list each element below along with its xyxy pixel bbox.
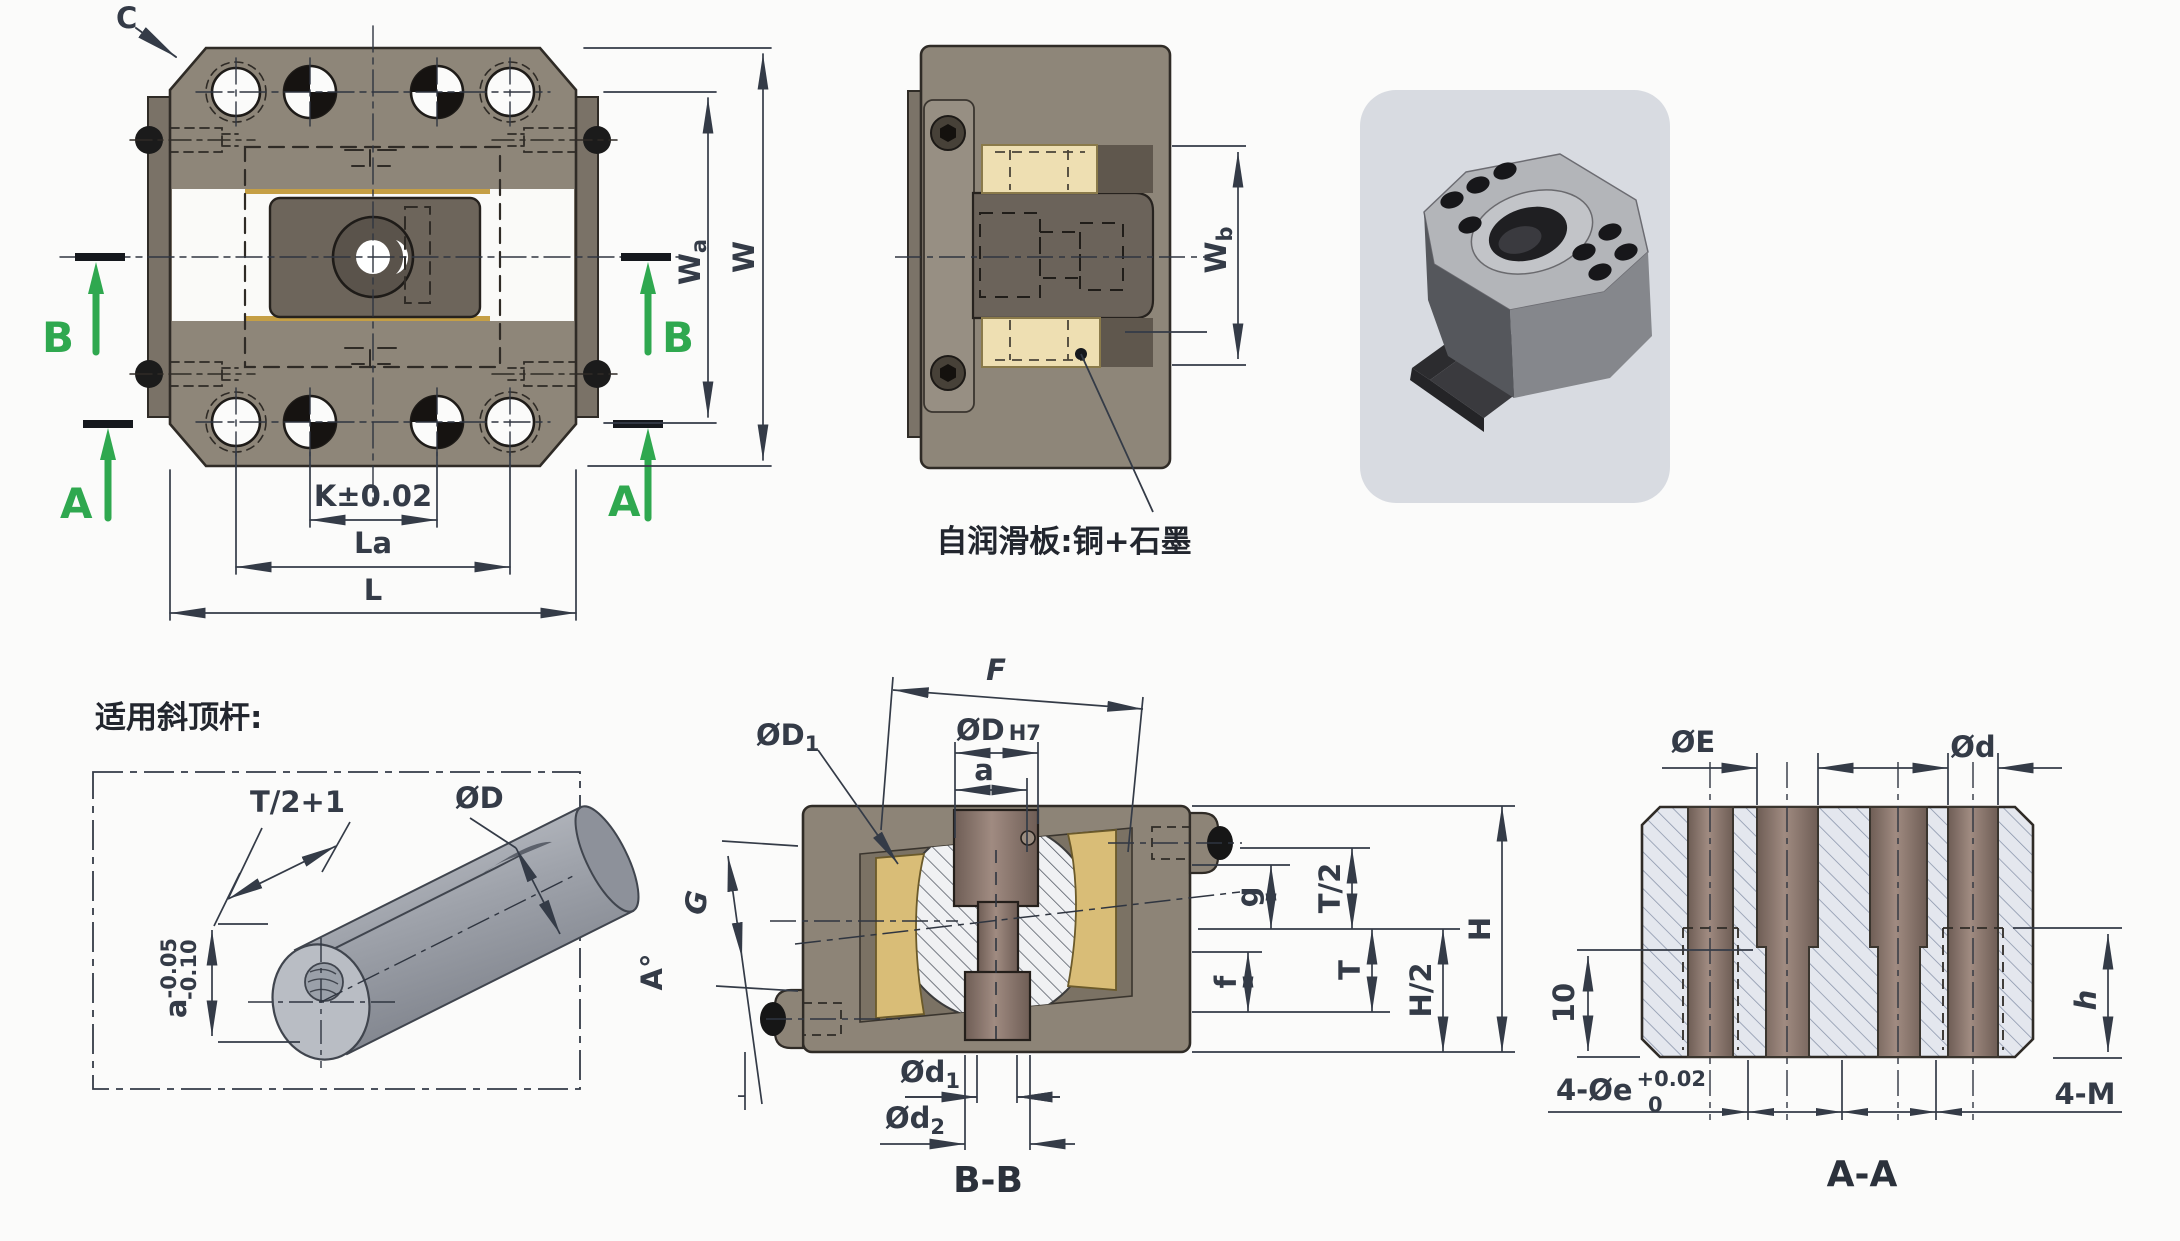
side-view: Wb 自润滑板:铜+石墨 <box>895 44 1246 560</box>
bb-title: B-B <box>953 1160 1023 1201</box>
dim-4m: 4-M <box>2054 1077 2115 1111</box>
dim-t: T <box>1333 960 1367 980</box>
dim-flat: T/2+1 <box>250 785 345 819</box>
dim-ten: 10 <box>1547 983 1581 1023</box>
wear-plate-callout: 自润滑板:铜+石墨 <box>936 524 1191 560</box>
aa-centerlines <box>1709 762 1974 1120</box>
oring-dot <box>583 360 611 388</box>
dim-phid2: Ød2 <box>885 1101 945 1139</box>
dim-rod-diameter: ØD <box>455 781 504 815</box>
front-dimensions <box>169 47 772 621</box>
section-label-b-left: B <box>42 313 74 362</box>
dim-rod-a: a-0.05-0.10 <box>157 938 201 1018</box>
hidden-key-slot <box>404 206 431 304</box>
dim-a-small: a <box>974 753 994 787</box>
side-slider <box>971 191 1155 320</box>
dim-f-small: f <box>1209 975 1243 988</box>
corner-callout-leader <box>135 27 177 58</box>
dim-h-small: h <box>2069 990 2103 1011</box>
bb-wear-plate-left <box>875 852 926 1019</box>
centerlines <box>59 25 689 506</box>
section-label-a-right: A <box>608 477 641 526</box>
dim-f-big: F <box>986 653 1006 687</box>
section-marks: B B A A <box>42 253 694 528</box>
dim-h-half: H/2 <box>1404 962 1438 1017</box>
rod-border <box>92 771 581 1090</box>
rod-drawing <box>271 805 640 1061</box>
dim-wa: Wa <box>673 239 711 285</box>
hidden-screws <box>129 127 618 387</box>
aa-title: A-A <box>1827 1154 1898 1195</box>
hidden-slot-marks <box>344 149 397 367</box>
aa-hidden-steps <box>1682 927 2004 1050</box>
product-photo <box>1360 90 1670 503</box>
rod-dimensions <box>206 817 561 1043</box>
photo-part <box>1410 153 1652 432</box>
section-label-b-right: B <box>662 313 694 362</box>
rod-detail: 适用斜顶杆: T/2+1 ØD a-0.05-0.10 <box>92 700 640 1090</box>
socket-screws <box>930 115 966 391</box>
bb-pin <box>952 808 1040 1042</box>
aa-chain-arrows <box>1722 1108 1962 1116</box>
section-label-a-left: A <box>60 479 93 528</box>
dim-la: La <box>354 526 392 560</box>
wear-strip-top <box>245 189 490 194</box>
dim-wb: Wb <box>1199 226 1237 273</box>
aa-body <box>1640 805 2035 1059</box>
dim-k: K±0.02 <box>314 479 432 513</box>
dim-angle: A° <box>635 954 669 991</box>
dim-l: L <box>364 573 382 607</box>
section-arrows <box>92 288 652 522</box>
dim-g-len: G <box>678 888 715 916</box>
dim-d-small: Ød <box>1950 730 1995 764</box>
dim-phid1: Ød1 <box>900 1055 960 1093</box>
aa-dimensions <box>1548 753 2122 1120</box>
front-view: B B A A C Wa W K±0.02 La L <box>42 1 772 621</box>
wb-dimension <box>1125 145 1246 366</box>
bb-centerlines <box>766 842 1242 1020</box>
corner-callout-label: C <box>116 1 137 35</box>
side-wear-plates <box>981 144 1153 368</box>
dim-h-big: H <box>1463 917 1497 941</box>
dim-g-small: g <box>1231 887 1265 908</box>
wear-strip-bottom <box>245 316 490 321</box>
bb-dimensions <box>715 676 1515 1150</box>
dim-e-big: ØE <box>1671 725 1715 759</box>
dim-d1: ØD1 <box>756 718 819 756</box>
dim-t-half: T/2 <box>1313 863 1347 914</box>
callout-leader <box>1080 353 1154 513</box>
dim-w: W <box>727 241 761 273</box>
oring-dot <box>583 126 611 154</box>
rod-title: 适用斜顶杆: <box>95 700 262 736</box>
aa-bores <box>1687 806 1999 1058</box>
